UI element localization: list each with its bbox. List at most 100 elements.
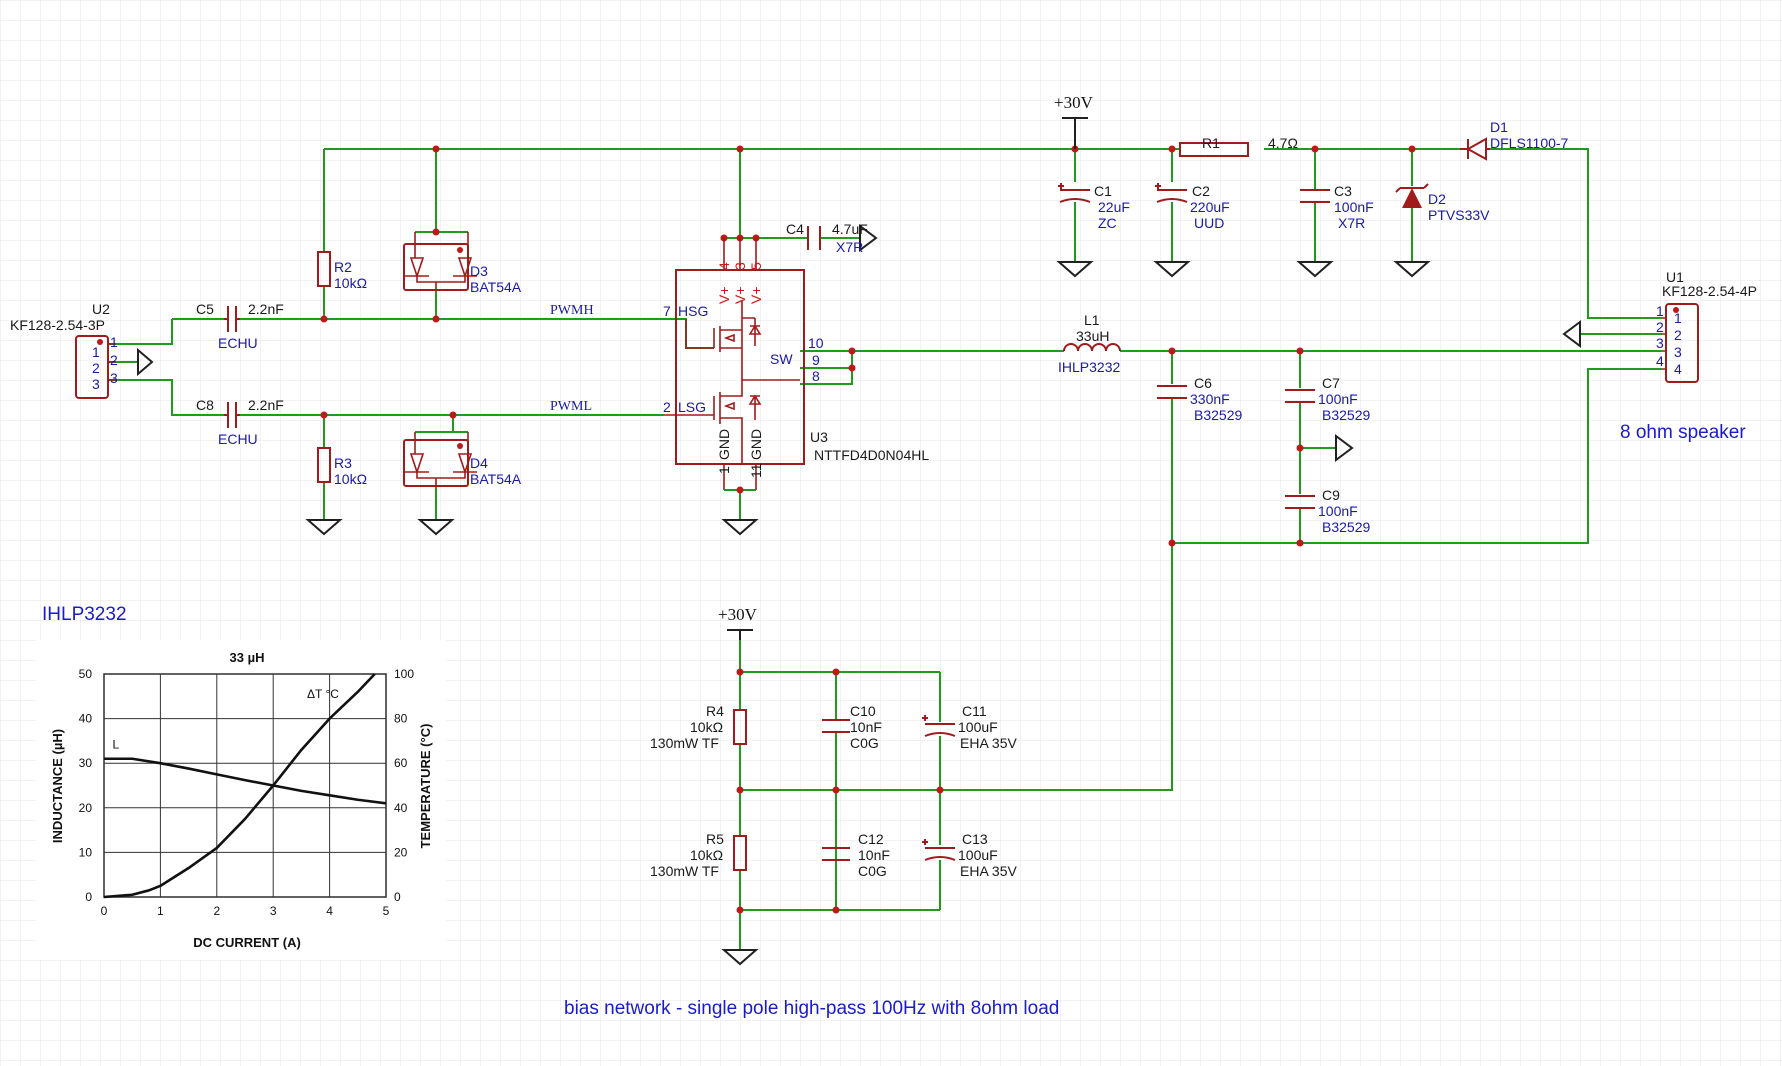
u1-pin-number: 1 xyxy=(1656,303,1664,319)
chart-x-tick-label: 3 xyxy=(270,904,277,918)
connector-u2[interactable]: U2 KF128-2.54-3P 1 2 3 1 2 3 xyxy=(10,301,118,399)
resistor-r2[interactable]: R2 10kΩ xyxy=(317,251,367,291)
ground-icon xyxy=(417,519,455,536)
chart-y-tick-label: 10 xyxy=(79,845,93,859)
chart-x-tick-label: 5 xyxy=(383,904,390,918)
capacitor-c13[interactable]: C13 100uF EHA 35V xyxy=(922,831,1017,879)
diode-d4[interactable]: D4 BAT54A xyxy=(403,432,522,488)
diode-d1[interactable]: D1 DFLS1100-7 xyxy=(1460,119,1569,161)
chart-series-label-0: L xyxy=(112,738,119,752)
resistor-r4[interactable]: R4 10kΩ 130mW TF xyxy=(650,703,747,751)
c2-value: 220uF xyxy=(1190,199,1230,215)
chart-y-tick-label: 20 xyxy=(79,801,93,815)
capacitor-c1[interactable]: C1 22uF ZC xyxy=(1058,183,1130,231)
ground-icon xyxy=(1153,261,1191,278)
capacitor-c11[interactable]: C11 100uF EHA 35V xyxy=(922,703,1017,751)
capacitor-c8[interactable]: C8 2.2nF ECHU xyxy=(196,397,284,447)
d4-value: BAT54A xyxy=(470,471,522,487)
u2-pin-label: 1 xyxy=(92,344,100,360)
net-label-pwmh: PWMH xyxy=(550,303,594,318)
c8-ref: C8 xyxy=(196,397,214,413)
capacitor-c10[interactable]: C10 10nF C0G xyxy=(822,703,882,751)
u2-ref: U2 xyxy=(92,301,110,317)
c12-value: 10nF xyxy=(858,847,890,863)
chart-y2-axis-label: TEMPERATURE (°C) xyxy=(418,724,433,849)
capacitor-c9[interactable]: C9 100nF B32529 xyxy=(1285,487,1370,535)
u3-pin-number: 10 xyxy=(808,335,824,351)
u3-pin-label: LSG xyxy=(678,399,706,415)
chart-x-tick-label: 0 xyxy=(101,904,108,918)
chart-series-line-0 xyxy=(104,757,387,805)
u3-pin-number: 9 xyxy=(812,352,820,368)
u2-pin-number: 2 xyxy=(110,352,118,368)
c10-value: 10nF xyxy=(850,719,882,735)
signal-ground-arrow-icon xyxy=(1562,320,1581,348)
u3-pin-number: 3 xyxy=(732,262,748,270)
chart-title: 33 µH xyxy=(230,650,265,665)
power-symbol-bias[interactable]: +30V xyxy=(718,605,758,640)
capacitor-c3[interactable]: C3 100nF X7R xyxy=(1300,183,1374,231)
u2-pin-number: 1 xyxy=(110,334,118,350)
c5-value: 2.2nF xyxy=(248,301,284,317)
connector-u1[interactable]: U1 KF128-2.54-4P 1 2 3 4 1 2 3 4 xyxy=(1656,269,1757,383)
u1-pin-label: 1 xyxy=(1674,310,1682,326)
capacitor-c7[interactable]: C7 100nF B32529 xyxy=(1285,375,1370,423)
r4-type: 130mW TF xyxy=(650,735,719,751)
speaker-note: 8 ohm speaker xyxy=(1620,422,1746,443)
resistor-r1[interactable]: R1 4.7Ω xyxy=(1179,135,1298,157)
diode-d2[interactable]: D2 PTVS33V xyxy=(1395,183,1490,223)
c4-value: 4.7uF xyxy=(832,221,868,237)
u3-pin-number: 8 xyxy=(812,368,820,384)
c13-value: 100uF xyxy=(958,847,998,863)
bias-network-note: bias network - single pole high-pass 100… xyxy=(564,998,1059,1019)
d2-ref: D2 xyxy=(1428,191,1446,207)
c4-type: X7R xyxy=(836,239,863,255)
chart-x-tick-label: 4 xyxy=(326,904,333,918)
u1-pin-label: 3 xyxy=(1674,344,1682,360)
capacitor-c5[interactable]: C5 2.2nF ECHU xyxy=(196,301,284,351)
resistor-r3[interactable]: R3 10kΩ xyxy=(317,447,367,487)
u3-value: NTTFD4D0N04HL xyxy=(814,447,929,463)
u2-pin-label: 3 xyxy=(92,376,100,392)
mosfet-u3[interactable]: 7 HSG 2 LSG SW 10 9 8 V+ 4 V+ 3 V+ 5 GND… xyxy=(663,238,929,490)
signal-ground-arrow-icon xyxy=(859,224,878,252)
power-label-top: +30V xyxy=(1054,93,1094,112)
r1-ref: R1 xyxy=(1202,135,1220,151)
l1-value: 33uH xyxy=(1076,328,1109,344)
c9-value: 100nF xyxy=(1318,503,1358,519)
c11-type: EHA 35V xyxy=(960,735,1017,751)
net-label-pwml: PWML xyxy=(550,399,592,414)
c5-ref: C5 xyxy=(196,301,214,317)
capacitor-c6[interactable]: C6 330nF B32529 xyxy=(1157,375,1242,423)
u1-pin-number: 3 xyxy=(1656,335,1664,351)
d1-value: DFLS1100-7 xyxy=(1490,135,1569,151)
c3-ref: C3 xyxy=(1334,183,1352,199)
u3-pin-number: 4 xyxy=(716,262,732,270)
inductor-l1[interactable]: L1 33uH IHLP3232 xyxy=(1058,312,1121,375)
c7-type: B32529 xyxy=(1322,407,1370,423)
c7-ref: C7 xyxy=(1322,375,1340,391)
u2-value: KF128-2.54-3P xyxy=(10,317,105,333)
c12-ref: C12 xyxy=(858,831,884,847)
power-symbol-top[interactable]: +30V xyxy=(1054,93,1094,149)
diode-d3[interactable]: D3 BAT54A xyxy=(403,232,522,295)
c4-ref: C4 xyxy=(786,221,804,237)
u3-pin-number: 7 xyxy=(663,303,671,319)
inductor-note: IHLP3232 xyxy=(42,604,127,625)
u3-pin-number: 5 xyxy=(748,262,764,270)
d1-ref: D1 xyxy=(1490,119,1508,135)
c3-value: 100nF xyxy=(1334,199,1374,215)
capacitor-c2[interactable]: C2 220uF UUD xyxy=(1155,183,1230,231)
ground-icon xyxy=(305,519,343,536)
u3-pin-label: GND xyxy=(748,429,764,460)
resistor-r5[interactable]: R5 10kΩ 130mW TF xyxy=(650,831,747,879)
c11-value: 100uF xyxy=(958,719,998,735)
capacitor-c4[interactable]: C4 4.7uF X7R xyxy=(786,221,868,255)
u1-pin-label: 2 xyxy=(1674,327,1682,343)
u3-pin-number: 1 xyxy=(716,466,732,474)
chart-y2-tick-label: 60 xyxy=(394,756,408,770)
capacitor-c12[interactable]: C12 10nF C0G xyxy=(822,831,890,879)
junctions xyxy=(320,145,1416,914)
